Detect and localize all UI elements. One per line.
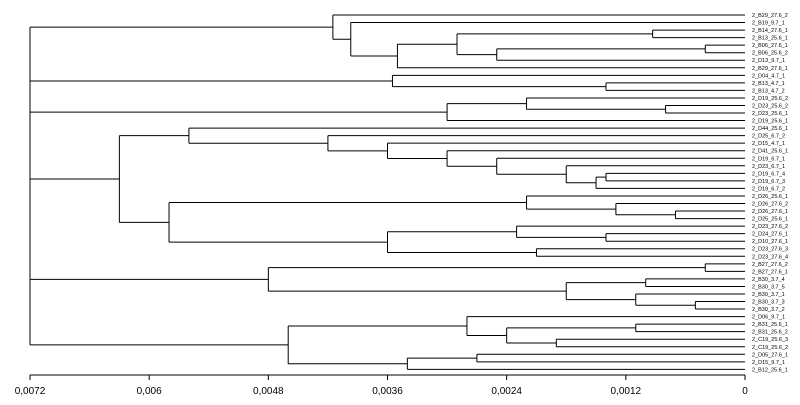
leaf-label: 2_B30_3.7_1 xyxy=(752,292,785,298)
leaf-label: 2_B30_3.7_5 xyxy=(752,284,785,290)
leaf-label: 2_B13_4.7_1 xyxy=(752,81,785,87)
leaf-label: 2_B29_27.6_2 xyxy=(752,13,788,19)
leaf-label: 2_B30_3.7_2 xyxy=(752,307,785,313)
leaf-label: 2_B31_25.6_2 xyxy=(752,330,788,336)
leaf-label: 2_D23_27.6_2 xyxy=(752,224,788,230)
leaf-label: 2_D06_9.7_1 xyxy=(752,315,785,321)
x-tick-label: 0,0072 xyxy=(15,386,46,397)
x-tick-label: 0,0048 xyxy=(253,386,284,397)
leaf-label: 2_D10_27.6_1 xyxy=(752,239,788,245)
leaf-label: 2_B13_4.7_2 xyxy=(752,88,785,94)
leaf-label: 2_D19_6.7_3 xyxy=(752,179,785,185)
leaf-label: 2_B06_27.6_1 xyxy=(752,43,788,49)
leaf-label: 2_B30_3.7_4 xyxy=(752,277,785,283)
leaf-label: 2_B13_25.6_1 xyxy=(752,36,788,42)
leaf-label: 2_D04_4.7_1 xyxy=(752,73,785,79)
leaf-label: 2_B27_27.6_1 xyxy=(752,269,788,275)
leaf-label: 2_D26_27.6_2 xyxy=(752,202,788,208)
leaf-label: 2_D13_9.7_1 xyxy=(752,58,785,64)
leaf-label: 2_D26_27.6_1 xyxy=(752,209,788,215)
dendrogram-branches xyxy=(29,14,745,370)
x-tick-label: 0,0012 xyxy=(611,386,642,397)
leaf-label: 2_D19_25.6_2 xyxy=(752,96,788,102)
leaf-label: 2_D23_27.6_3 xyxy=(752,247,788,253)
leaf-label: 2_D23_27.6_4 xyxy=(752,254,788,260)
leaf-label: 2_B06_25.6_2 xyxy=(752,51,788,57)
leaf-label: 2_B27_27.6_2 xyxy=(752,262,788,268)
leaf-label: 2_B31_25.6_1 xyxy=(752,322,788,328)
leaf-label: 2_B12_25.6_1 xyxy=(752,367,788,373)
leaf-label: 2_D19_6.7_4 xyxy=(752,171,785,177)
leaf-label: 2_C19_25.6_3 xyxy=(752,337,788,343)
x-tick-label: 0,006 xyxy=(137,386,162,397)
leaf-label: 2_D25_25.6_1 xyxy=(752,217,788,223)
leaf-label: 2_B30_3.7_3 xyxy=(752,300,785,306)
leaf-labels: 2_B29_27.6_2 2_B19_9.7_12_B14_27.6_1 2_B13… xyxy=(752,13,788,373)
x-axis: 0,0072 0,006 0,0048 0,0036 0,0024 0,0012 0 xyxy=(15,374,748,397)
leaf-label: 2_C19_25.6_2 xyxy=(752,345,788,351)
leaf-label: 2_D23_25.6_1 xyxy=(752,111,788,117)
x-tick-label: 0,0024 xyxy=(491,386,522,397)
leaf-label: 2_D19_6.7_2 xyxy=(752,186,785,192)
x-tick-label: 0 xyxy=(742,386,748,397)
leaf-label: 2_D25_6.7_2 xyxy=(752,134,785,140)
leaf-label: 2_D41_25.6_1 xyxy=(752,149,788,155)
leaf-label: 2_D23_25.6_2 xyxy=(752,103,788,109)
x-tick-label: 0,0036 xyxy=(372,386,403,397)
leaf-label: 2_D24_27.6_1 xyxy=(752,232,788,238)
leaf-label: 2_D44_25.6_1 xyxy=(752,126,788,132)
leaf-label: 2_D15_9.7_1 xyxy=(752,360,785,366)
leaf-label: 2_D26_25.6_1 xyxy=(752,194,788,200)
leaf-label: 2_B14_27.6_1 xyxy=(752,28,788,34)
leaf-label: 2_B19_9.7_1 xyxy=(752,21,785,27)
leaf-label: 2_D05_27.6_1 xyxy=(752,352,788,358)
leaf-label: 2_B29_27.6_1 xyxy=(752,66,788,72)
leaf-label: 2_D19_25.6_1 xyxy=(752,119,788,125)
leaf-label: 2_D19_6.7_1 xyxy=(752,156,785,162)
leaf-label: 2_D15_4.7_1 xyxy=(752,141,785,147)
leaf-label: 2_D23_6.7_1 xyxy=(752,164,785,170)
